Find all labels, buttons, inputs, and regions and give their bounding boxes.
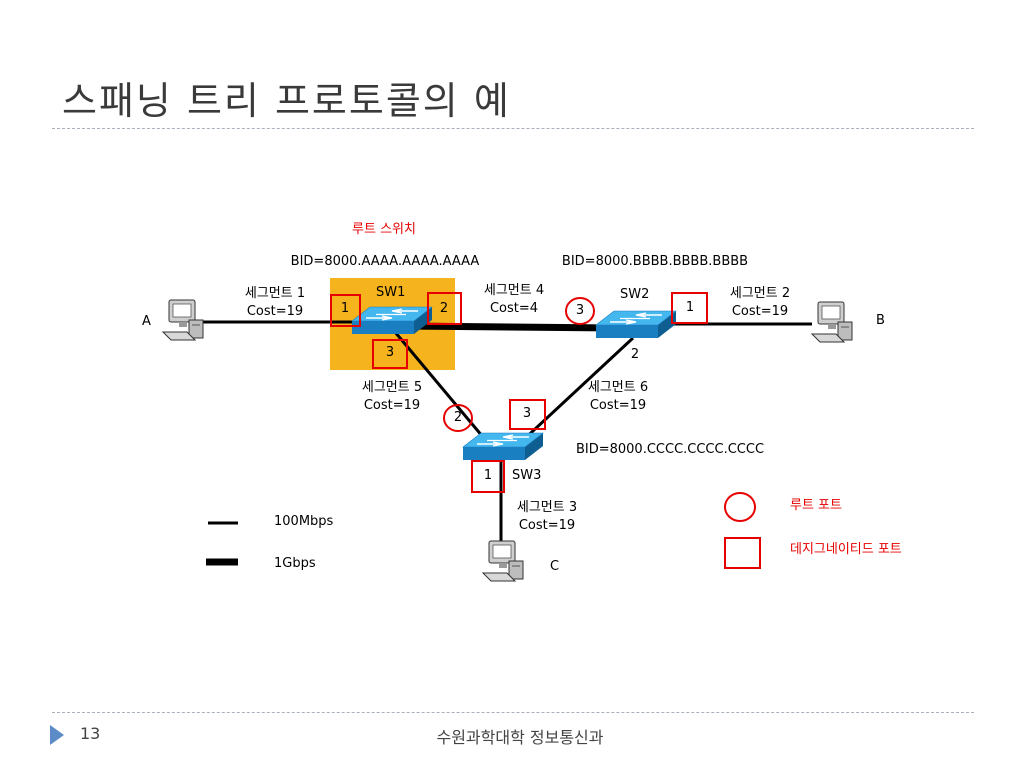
- sw3-port-3: 3: [522, 406, 532, 421]
- designated-port-marker: [427, 292, 462, 325]
- sw2-port-3: 3: [575, 303, 585, 318]
- footer-text: 수원과학대학 정보통신과: [436, 728, 604, 747]
- sw2-bid: BID=8000.BBBB.BBBB.BBBB: [561, 254, 749, 269]
- segment-6-name: 세그먼트 6: [587, 380, 649, 395]
- segment-1-cost: Cost=19: [246, 304, 304, 319]
- designated-port-marker: [372, 339, 408, 369]
- segment-4-name: 세그먼트 4: [483, 283, 545, 298]
- sw1-port-1: 1: [340, 301, 350, 316]
- footer-divider: [52, 712, 974, 713]
- designated-port-marker: [509, 399, 546, 430]
- sw2-name: SW2: [620, 287, 650, 302]
- legend-1g-label: 1Gbps: [274, 556, 316, 571]
- pc-b-icon: [811, 301, 853, 343]
- switch-sw2-icon: [595, 310, 677, 339]
- legend-designated-port-label: 데지그네이티드 포트: [790, 542, 902, 557]
- designated-port-marker: [471, 460, 505, 493]
- slide-title: 스패닝 트리 프로토콜의 예: [62, 79, 511, 123]
- sw3-name: SW3: [512, 468, 542, 483]
- segment-3-cost: Cost=19: [518, 518, 576, 533]
- pc-c-icon: [482, 540, 524, 582]
- title-divider: [52, 128, 974, 129]
- switch-sw3-icon: [462, 432, 544, 461]
- link-segment-4: [404, 322, 616, 332]
- legend-100m-label: 100Mbps: [274, 514, 334, 529]
- segment-5-cost: Cost=19: [363, 398, 421, 413]
- link-segment-6: [518, 336, 635, 445]
- sw1-name: SW1: [376, 285, 406, 300]
- host-b-label: B: [876, 313, 885, 328]
- designated-port-marker: [671, 292, 708, 324]
- root-port-marker: [565, 297, 595, 325]
- sw1-bid: BID=8000.AAAA.AAAA.AAAA: [290, 254, 480, 269]
- footer-arrow-icon: [50, 725, 64, 745]
- sw1-port-2: 2: [439, 301, 449, 316]
- root-switch-label: 루트 스위치: [352, 222, 416, 237]
- sw1-port-3: 3: [385, 345, 395, 360]
- legend-root-port-label: 루트 포트: [790, 498, 842, 513]
- segment-1-name: 세그먼트 1: [244, 286, 306, 301]
- designated-port-marker: [330, 294, 361, 327]
- sw2-port-2: 2: [630, 347, 640, 362]
- legend-root-port-symbol: [724, 492, 756, 522]
- sw3-bid: BID=8000.CCCC.CCCC.CCCC: [575, 442, 765, 457]
- page-number: 13: [80, 724, 101, 743]
- legend-designated-port-symbol: [724, 537, 761, 569]
- host-c-label: C: [550, 559, 560, 574]
- sw3-port-2: 2: [453, 410, 463, 425]
- host-a-label: A: [142, 314, 151, 329]
- sw3-port-1: 1: [483, 468, 493, 483]
- link-segment-5: [393, 331, 490, 444]
- segment-2-cost: Cost=19: [731, 304, 789, 319]
- sw2-port-1: 1: [685, 300, 695, 315]
- segment-4-cost: Cost=4: [489, 301, 539, 316]
- segment-3-name: 세그먼트 3: [516, 500, 578, 515]
- segment-5-name: 세그먼트 5: [361, 380, 423, 395]
- root-port-marker: [443, 404, 473, 432]
- segment-2-name: 세그먼트 2: [729, 286, 791, 301]
- pc-a-icon: [162, 299, 204, 341]
- segment-6-cost: Cost=19: [589, 398, 647, 413]
